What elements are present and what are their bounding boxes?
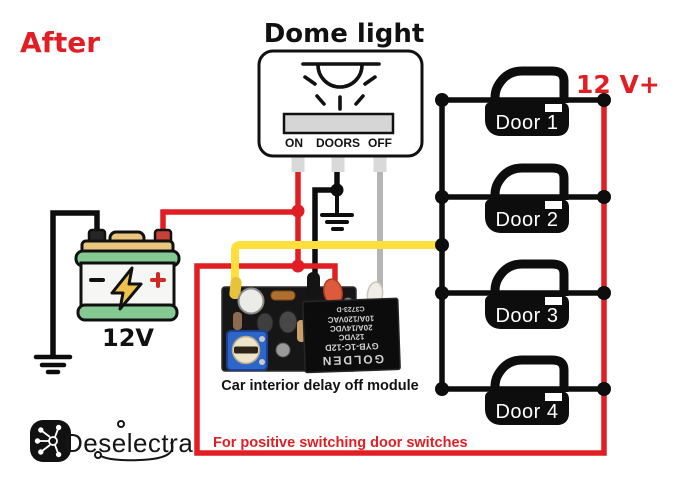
- door-window-frame: [490, 66, 569, 103]
- relay-brand-text: GOLDEN: [320, 352, 384, 368]
- wire-black-door-bus: [439, 97, 604, 392]
- door-3: Door 3: [485, 259, 569, 329]
- battery-voltage-label: 12V: [102, 324, 154, 352]
- dome-lamp-icon: [301, 62, 381, 111]
- module-relay: GOLDEN GYB-1C-12D 12VDC 20A/14VDC 10A/12…: [302, 297, 401, 374]
- plus-sign-icon: [150, 272, 166, 288]
- svg-text:12VDC: 12VDC: [338, 332, 364, 342]
- wire-black-ground-battery: [50, 210, 100, 355]
- dome-light-unit: Dome light ON DOORS OFF: [257, 19, 425, 172]
- switch-label-doors: DOORS: [316, 136, 360, 150]
- door-label: Door 3: [495, 305, 558, 327]
- switch-label-off: OFF: [368, 136, 392, 150]
- svg-text:10A/120VAC: 10A/120VAC: [327, 314, 374, 325]
- wire-yellow-trigger: [231, 241, 442, 293]
- delay-module: GOLDEN GYB-1C-12D 12VDC 20A/14VDC 10A/12…: [221, 272, 419, 394]
- door-label: Door 1: [495, 112, 558, 134]
- circuit-chip-icon: [34, 424, 62, 458]
- module-caption: Car interior delay off module: [221, 378, 418, 394]
- brand-name: Deselectra: [64, 428, 193, 458]
- brand-flourish: [94, 420, 174, 462]
- door-label: Door 2: [495, 209, 558, 231]
- door-2: Door 2: [485, 163, 569, 233]
- dome-light-title: Dome light: [264, 19, 425, 49]
- svg-text:GYB-1C-12D: GYB-1C-12D: [324, 341, 378, 353]
- door-handle: [545, 393, 562, 401]
- dome-switch-slider[interactable]: [282, 112, 395, 135]
- lightning-bolt-icon: [110, 266, 143, 311]
- switch-label-on: ON: [285, 136, 303, 150]
- door-handle: [545, 104, 562, 112]
- svg-text:C3723-D: C3723-D: [336, 305, 364, 313]
- supply-voltage-label: 12 V+: [576, 70, 660, 99]
- ground-symbol-dome: [320, 190, 354, 231]
- door-1: Door 1: [485, 66, 569, 136]
- door-handle: [545, 297, 562, 305]
- brand-logo: Deselectra: [30, 420, 193, 462]
- junction-dots: [291, 93, 611, 396]
- footer-note: For positive switching door switches: [213, 435, 468, 451]
- door-4: Door 4: [485, 355, 569, 425]
- doors-group: Door 1 Door 2 Door 3 Door 4: [485, 66, 569, 425]
- battery: 12V: [74, 228, 181, 352]
- module-trimmer-pot[interactable]: [226, 330, 268, 371]
- door-handle: [545, 201, 562, 209]
- ground-symbol-battery: [33, 354, 73, 375]
- page-heading: After: [20, 26, 100, 59]
- dome-light-connectors: [291, 154, 387, 172]
- door-label: Door 4: [495, 401, 558, 423]
- svg-text:20A/14VDC: 20A/14VDC: [330, 323, 373, 333]
